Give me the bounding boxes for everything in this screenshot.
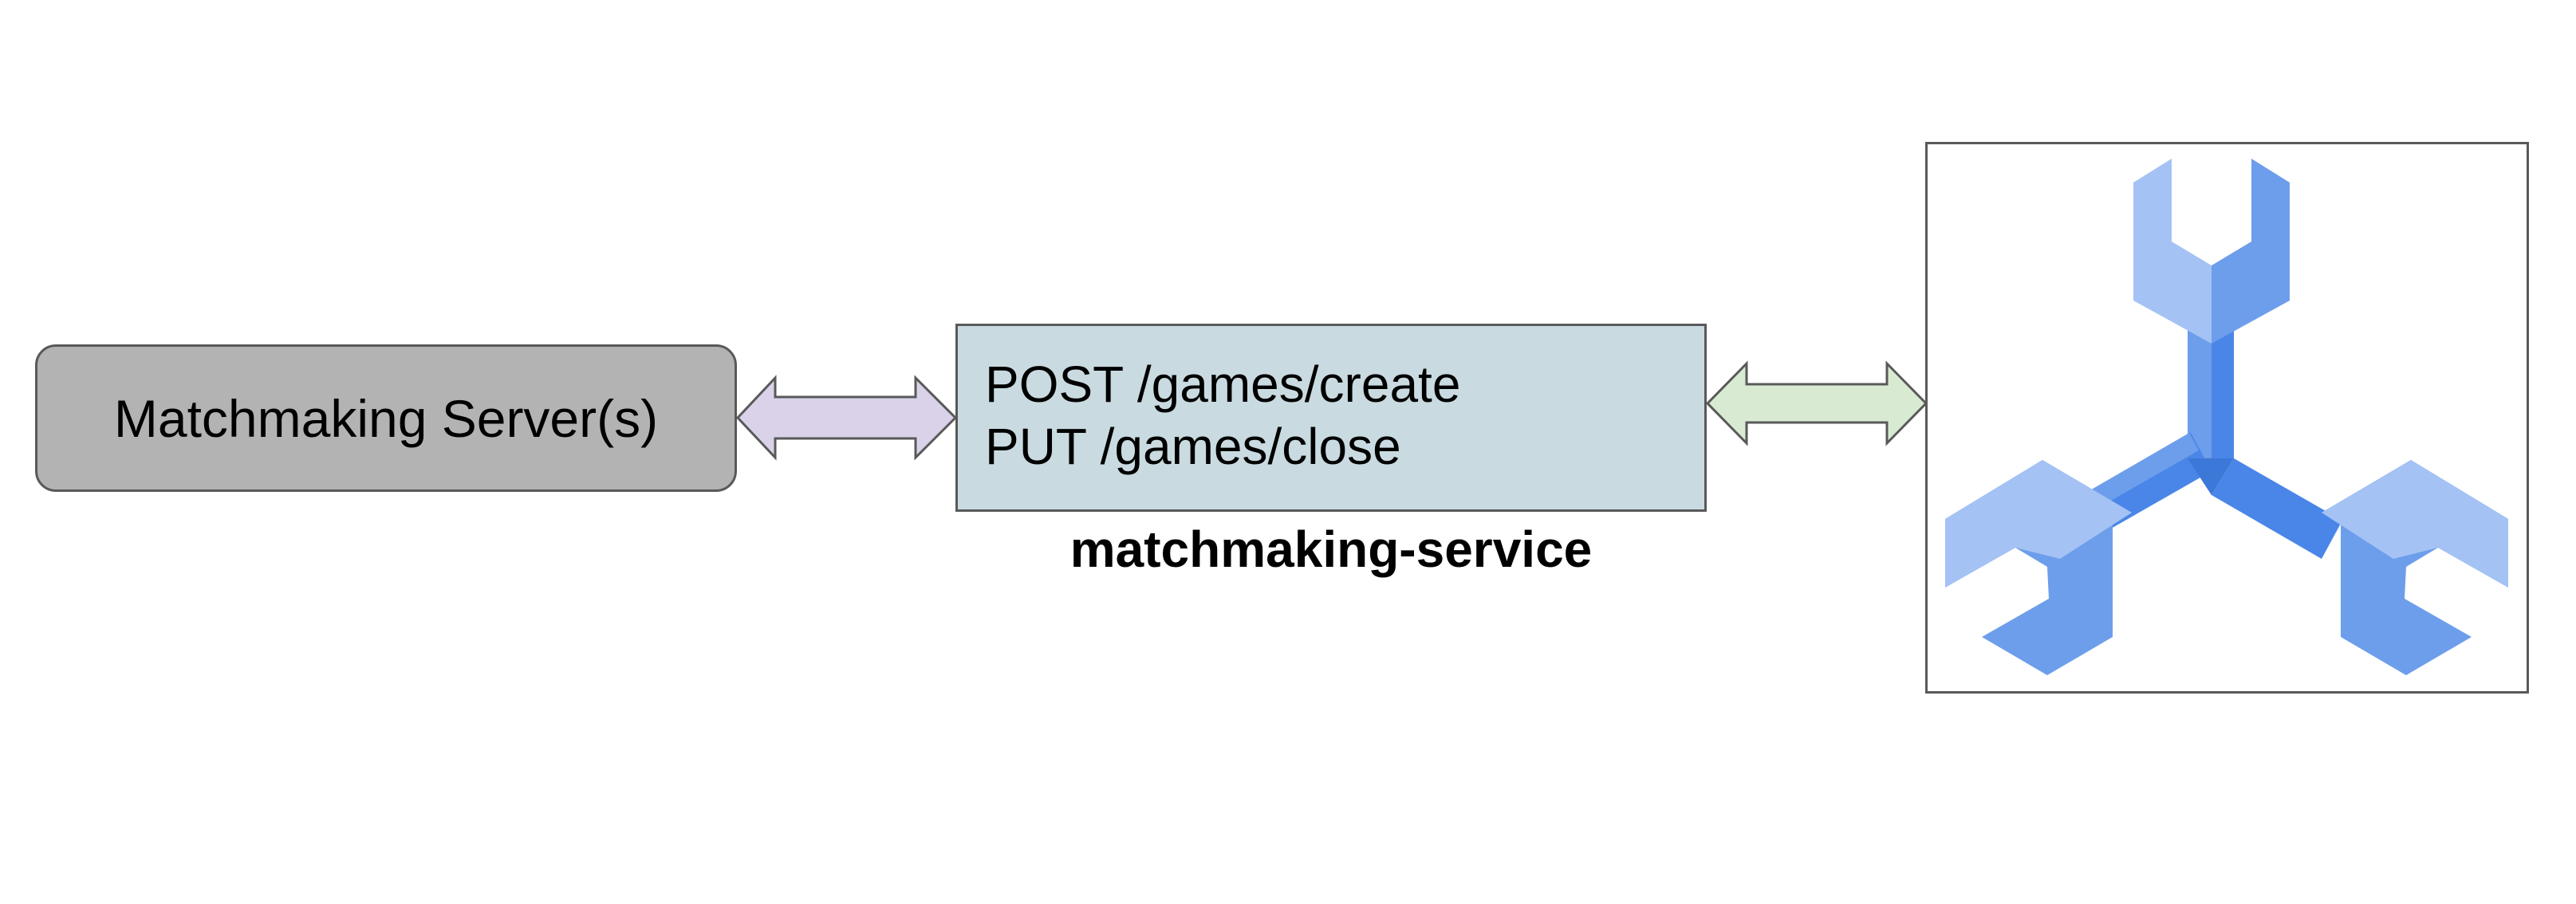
tri-wrench-icon [1945,159,2508,675]
matchmaking-server-label: Matchmaking Server(s) [113,388,659,448]
matchmaking-server-node: Matchmaking Server(s) [35,344,737,492]
client-service-arrow [735,375,958,461]
logo-frame [1925,142,2529,694]
matchmaking-service-box: POST /games/create PUT /games/close [955,324,1707,512]
endpoint-close: PUT /games/close [985,418,1401,475]
endpoint-create: POST /games/create [985,356,1461,413]
service-caption: matchmaking-service [1069,521,1593,578]
service-logo-arrow [1705,360,1928,446]
